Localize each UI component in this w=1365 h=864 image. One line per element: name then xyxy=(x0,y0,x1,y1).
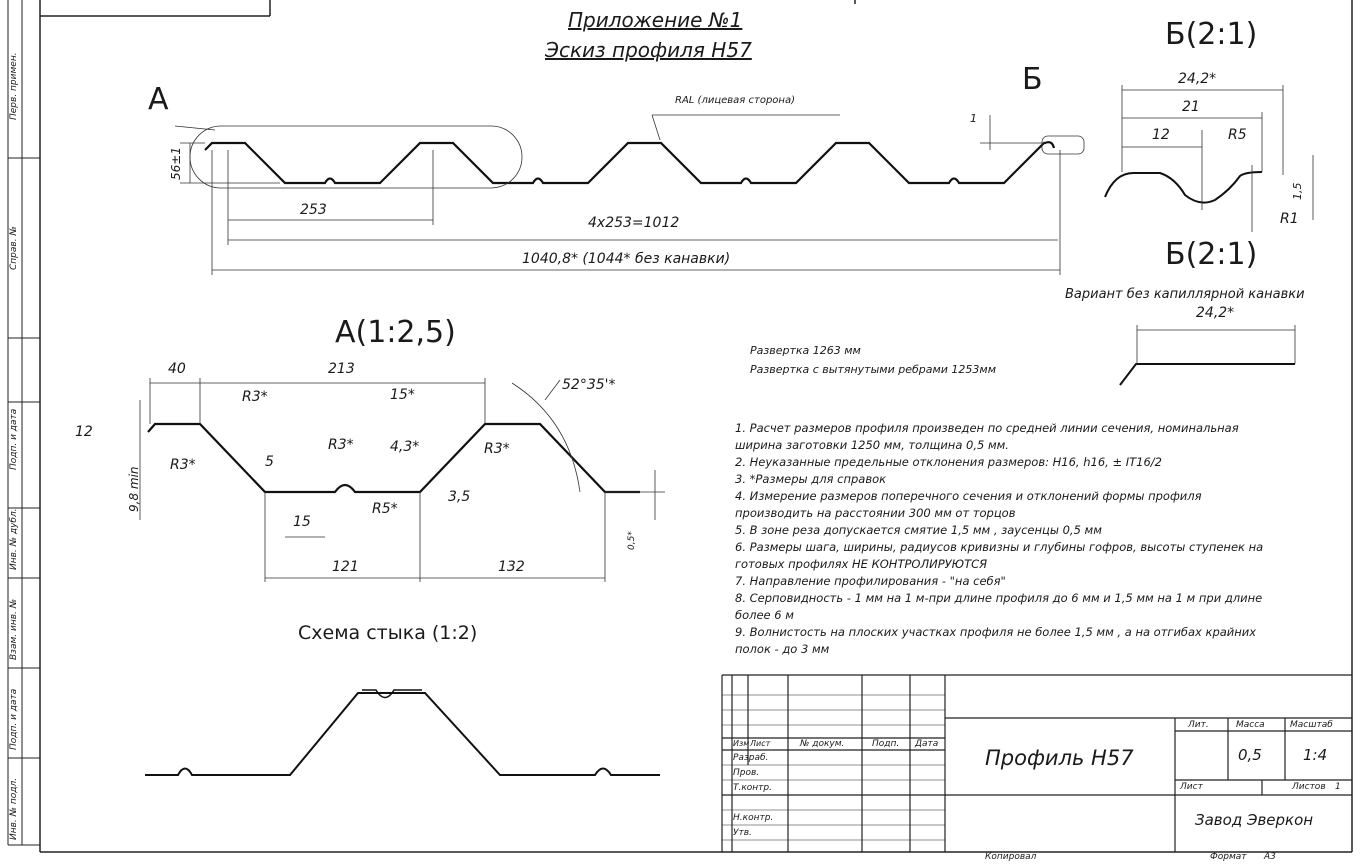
note-line: готовых профилях НЕ КОНТРОЛИРУЮТСЯ xyxy=(735,557,988,571)
dim-r3-d: R3* xyxy=(484,441,510,457)
note-line: полок - до 3 мм xyxy=(735,642,830,656)
note-line: 6. Размеры шага, ширины, радиусов кривиз… xyxy=(735,540,1264,554)
dim-132: 132 xyxy=(498,559,525,575)
note-line: ширина заготовки 1250 мм, толщина 0,5 мм… xyxy=(735,438,1009,452)
dim-15: 15 xyxy=(293,514,311,530)
dim-213: 213 xyxy=(328,361,355,377)
dim-1-5: 1,5 xyxy=(1291,182,1304,201)
side-label: Взам. инв. № xyxy=(9,598,19,660)
dim-r5: R5* xyxy=(372,501,398,517)
detail-b-section xyxy=(1104,171,1263,204)
detail-b-variant-section xyxy=(1119,363,1295,386)
view-label-b: Б xyxy=(1022,62,1043,97)
unfold-line-2: Развертка с вытянутыми ребрами 1253мм xyxy=(750,363,997,376)
view-label-a: А xyxy=(148,82,169,117)
tb-header-date: Дата xyxy=(915,739,939,749)
pitch-dim: 253 xyxy=(300,202,327,218)
detail-a-title: А(1:2,5) xyxy=(335,315,456,350)
edge-dim: 1 xyxy=(970,112,977,125)
overall-width-dim: 1040,8* (1044* без канавки) xyxy=(522,251,731,267)
dim-r3-a: R3* xyxy=(242,389,268,405)
dim-5: 5 xyxy=(265,454,274,470)
tb-header-doc: № докум. xyxy=(800,739,845,749)
side-label: Инв. № дубл. xyxy=(9,508,19,570)
dim-21: 21 xyxy=(1182,99,1200,115)
note-line: 3. *Размеры для справок xyxy=(735,472,887,486)
tb-header-sign: Подп. xyxy=(872,739,900,749)
note-line: 2. Неуказанные предельные отклонения раз… xyxy=(735,455,1162,469)
dim-4-3: 4,3* xyxy=(390,439,420,455)
dim-0-5: 0,5* xyxy=(627,531,637,550)
note-line: 4. Измерение размеров поперечного сечени… xyxy=(735,489,1202,503)
tb-sheet-label: Лист xyxy=(1180,782,1203,792)
detail-b-variant-subtitle: Вариант без капиллярной канавки xyxy=(1065,287,1305,302)
side-label: Инв. № подл. xyxy=(9,777,19,840)
tb-lit-label: Лит. xyxy=(1188,720,1209,730)
tb-role: Пров. xyxy=(733,768,760,778)
tb-mass-label: Масса xyxy=(1236,720,1265,730)
detail-a-section xyxy=(147,422,640,494)
detail-a-callout xyxy=(189,125,523,189)
note-line: 8. Серповидность - 1 мм на 1 м-при длине… xyxy=(735,591,1263,605)
joint-scheme-section xyxy=(145,692,660,776)
side-label: Справ. № xyxy=(9,226,19,270)
tb-role: Н.контр. xyxy=(733,813,774,823)
side-label: Подп. и дата xyxy=(9,688,19,750)
document-name: Профиль Н57 xyxy=(985,746,1134,770)
tb-scale-label: Масштаб xyxy=(1290,720,1333,730)
detail-b-variant-title: Б(2:1) xyxy=(1165,237,1258,272)
dim-40: 40 xyxy=(168,361,186,377)
tb-role: Разраб. xyxy=(733,753,769,763)
tb-mass-value: 0,5 xyxy=(1238,746,1262,764)
dim-24-2: 24,2* xyxy=(1178,71,1217,87)
detail-b-callout xyxy=(1041,135,1085,155)
dim-121: 121 xyxy=(332,559,359,575)
dim-angle: 52°35'* xyxy=(562,377,616,393)
title-block-lines xyxy=(721,674,1352,852)
tb-sheets-value: 1 xyxy=(1335,782,1341,792)
note-line: 7. Направление профилирования - "на себя… xyxy=(735,574,1006,588)
side-label: Подп. и дата xyxy=(9,408,19,470)
dim-r1: R1 xyxy=(1280,211,1299,227)
title-line-2: Эскиз профиля Н57 xyxy=(545,38,752,62)
dim-r3-b: R3* xyxy=(170,457,196,473)
dim-r5-b: R5 xyxy=(1228,127,1247,143)
dim-15-star: 15* xyxy=(390,387,415,403)
note-line: более 6 м xyxy=(735,608,794,622)
tb-role: Т.контр. xyxy=(733,783,773,793)
note-line: 9. Волнистость на плоских участках профи… xyxy=(735,625,1257,639)
unfold-line-1: Развертка 1263 мм xyxy=(750,344,861,357)
tb-copied-label: Копировал xyxy=(985,852,1037,862)
tb-role: Утв. xyxy=(733,828,752,838)
tb-scale-value: 1:4 xyxy=(1303,746,1328,764)
organization: Завод Эверкон xyxy=(1195,811,1314,829)
tb-format-value: А3 xyxy=(1264,852,1276,862)
dim-24-2-variant: 24,2* xyxy=(1196,305,1235,321)
title-line-1: Приложение №1 xyxy=(568,8,743,32)
note-line: производить на расстоянии 300 мм от торц… xyxy=(735,506,1016,520)
main-profile-section xyxy=(204,141,1056,185)
dim-12: 12 xyxy=(75,424,93,440)
dim-3-5: 3,5 xyxy=(448,489,471,505)
detail-b-title: Б(2:1) xyxy=(1165,17,1258,52)
tb-header-list: Лист xyxy=(750,739,771,748)
ral-note: RAL (лицевая сторона) xyxy=(675,95,795,106)
joint-scheme-title: Схема стыка (1:2) xyxy=(298,622,478,644)
tb-sheets-label: Листов xyxy=(1292,782,1326,792)
tb-format-label: Формат xyxy=(1210,852,1247,862)
dim-9-8-min: 9,8 min xyxy=(127,466,141,512)
note-line: 5. В зоне реза допускается смятие 1,5 мм… xyxy=(735,523,1102,537)
total-pitch-dim: 4х253=1012 xyxy=(588,215,680,231)
note-line: 1. Расчет размеров профиля произведен по… xyxy=(735,421,1239,435)
tb-header-izm: Изм xyxy=(733,739,750,748)
dim-r3-c: R3* xyxy=(328,437,354,453)
height-dim: 56±1 xyxy=(169,147,183,180)
side-label: Перв. примен. xyxy=(9,52,19,120)
dim-12-b: 12 xyxy=(1152,127,1170,143)
